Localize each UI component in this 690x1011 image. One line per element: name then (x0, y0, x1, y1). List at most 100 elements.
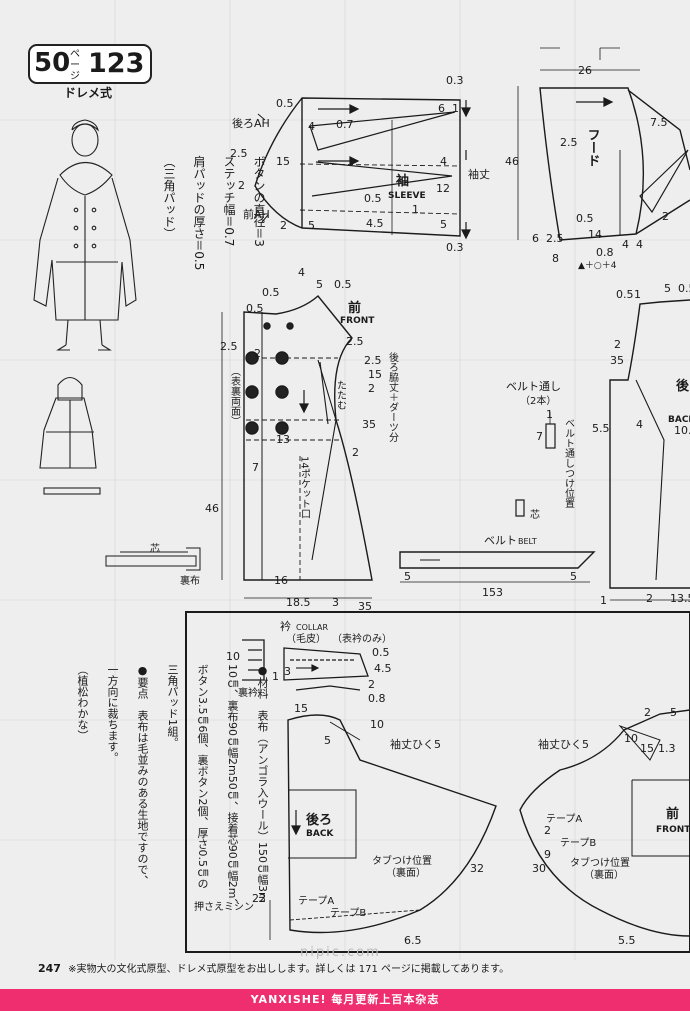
dim-text: 6 (532, 232, 539, 245)
dim-text: 12 (436, 182, 450, 195)
dim-text: 1.3 (658, 742, 676, 755)
dim-text: 4 (636, 238, 643, 251)
back-lining-piece (269, 714, 497, 940)
dim-text: 0.5 (372, 646, 390, 659)
dim-text: 15 (640, 742, 654, 755)
front-grain-arrow (299, 390, 309, 414)
dim-text: 5 (440, 218, 447, 231)
back-en-label-top: BACK (668, 415, 690, 425)
front-lining-piece (519, 709, 690, 937)
dim-text: 4 (622, 238, 629, 251)
hood-label: フード (585, 128, 600, 167)
sleeve-en-label: SLEEVE (388, 191, 426, 201)
front-ah-label: 前AH (243, 207, 270, 221)
dim-text: 46 (505, 155, 519, 168)
back-ah-label: 後ろAH (232, 116, 270, 130)
dim-text: 2 (662, 210, 669, 223)
dim-text: 5 (670, 706, 677, 719)
note-line: ボタンの直径＝3 (252, 155, 266, 247)
note-line: （三角パッド） (162, 155, 176, 240)
belt-loop-piece (515, 412, 556, 517)
material-line: ●材料 表布（アンゴラ入ウール）150㎝幅3m (256, 664, 269, 903)
collar-en-label: COLLAR (296, 623, 328, 632)
dim-text: 10.5 (674, 424, 690, 437)
footer: 247 ※実物大の文化式原型、ドレメ式原型をお出しします。詳しくは 171 ペー… (38, 960, 509, 975)
dim-text: 26 (578, 64, 592, 77)
dim-text: 8 (552, 252, 559, 265)
dim-text: 13.5 (670, 592, 690, 605)
dim-text: 18.5 (286, 596, 311, 609)
material-line: 三角パッド1組。 (166, 664, 179, 748)
ura-men-label-right: （裏面） (584, 868, 624, 881)
dim-text: ▲＋○＋4 (578, 260, 617, 271)
dim-text: 2 (644, 706, 651, 719)
sleeve-hem-label: 袖丈 (468, 167, 490, 181)
back-side-dart-label: 後ろ脇丈＋ダーツ分 (387, 351, 399, 443)
lower-frame (185, 611, 690, 953)
back-label-top: 後ろ (676, 378, 690, 394)
belt-loop-count: （2本） (520, 394, 556, 407)
dim-text: 5.5 (592, 422, 610, 435)
dim-text: 0.3 (446, 74, 464, 87)
dim-text: 5 (324, 734, 331, 747)
footer-note: ※実物大の文化式原型、ドレメ式原型をお出しします。詳しくは 171 ページに掲載… (68, 964, 510, 975)
dim-text: 35 (610, 354, 624, 367)
tape-b-label-left: テープB (330, 907, 366, 919)
tape-a-label-right: テープA (546, 813, 582, 825)
bottom-banner: YANXISHE! 每月更新上百本杂志 (0, 989, 690, 1011)
dim-text: 4.5 (374, 662, 392, 675)
materials-notes: ●材料 表布（アンゴラ入ウール）150㎝幅3m 10㎝、裏布90㎝幅2m50㎝、… (60, 650, 285, 950)
button-notes: ボタンの直径＝3 ステッチ幅＝0.7 肩パッドの厚さ＝0.5 （三角パッド） (146, 140, 281, 270)
dim-text: 0.5 (364, 192, 382, 205)
lining-sketch (105, 547, 201, 571)
watermark: nipic.com (300, 945, 381, 960)
page-reference-badge: 50 ページ 123 (28, 44, 152, 84)
dim-text: 4 (440, 155, 447, 168)
tab-position-label-left: タブつけ位置 (372, 854, 432, 867)
front-en-label: FRONT (340, 316, 375, 326)
dim-text: 5 (308, 219, 315, 232)
front-label: 前 (348, 300, 361, 316)
urafu-label: 裏布 (180, 574, 200, 587)
dim-text: 1 (452, 102, 459, 115)
shin-label: 芯 (150, 542, 160, 555)
model-number: 50 (34, 48, 71, 78)
ura-men-label-left: （裏面） (386, 866, 426, 879)
dim-text: 6.5 (404, 934, 422, 947)
dim-text: 2 (646, 592, 653, 605)
dim-text: 0.5 (678, 282, 690, 295)
belt-en-label: BELT (518, 537, 537, 546)
dim-text: 1 (272, 670, 279, 683)
dim-text: 0.5 (616, 288, 634, 301)
dim-text: 35 (358, 600, 372, 613)
shin-label-belt: 芯 (530, 508, 540, 521)
collar-label: 衿 (280, 619, 291, 633)
tape-b-label-right: テープB (560, 837, 596, 849)
material-line: ボタン3.5㎝6個、裏ボタン2個、厚さ0.5㎝の (196, 664, 209, 889)
back-piece-top (609, 299, 690, 601)
dim-text: 10 (226, 650, 240, 663)
footer-page-number: 247 (38, 962, 61, 975)
dim-text: 9 (544, 848, 551, 861)
dim-text: 32 (470, 862, 484, 875)
note-line: 肩パッドの厚さ＝0.5 (192, 155, 206, 271)
material-line: 10㎝、裏布90㎝幅2m50㎝、接着芯90㎝幅2m、 (226, 664, 239, 910)
dim-text: 46 (205, 502, 219, 515)
sleeve-shift-label-left: 袖丈ひく5 (390, 737, 441, 751)
dim-text: 22 (252, 892, 266, 905)
dim-text: 2 (352, 446, 359, 459)
dim-text: 2 (254, 347, 261, 360)
dim-text: 0.7 (336, 118, 354, 131)
tatamu-label: たたむ (335, 380, 346, 410)
press-stitch-label: 押さえミシン (194, 900, 254, 913)
page-number: 123 (88, 48, 145, 79)
dim-text: 0.5 (246, 302, 264, 315)
dim-text: 1 (634, 288, 641, 301)
dim-text: 35 (362, 418, 376, 431)
dim-text: 2 (280, 219, 287, 232)
front-piece (221, 294, 373, 599)
dim-text: 153 (482, 586, 503, 599)
sleeve-shift-label-right: 袖丈ひく5 (538, 737, 589, 751)
dim-text: 2.5 (220, 340, 238, 353)
